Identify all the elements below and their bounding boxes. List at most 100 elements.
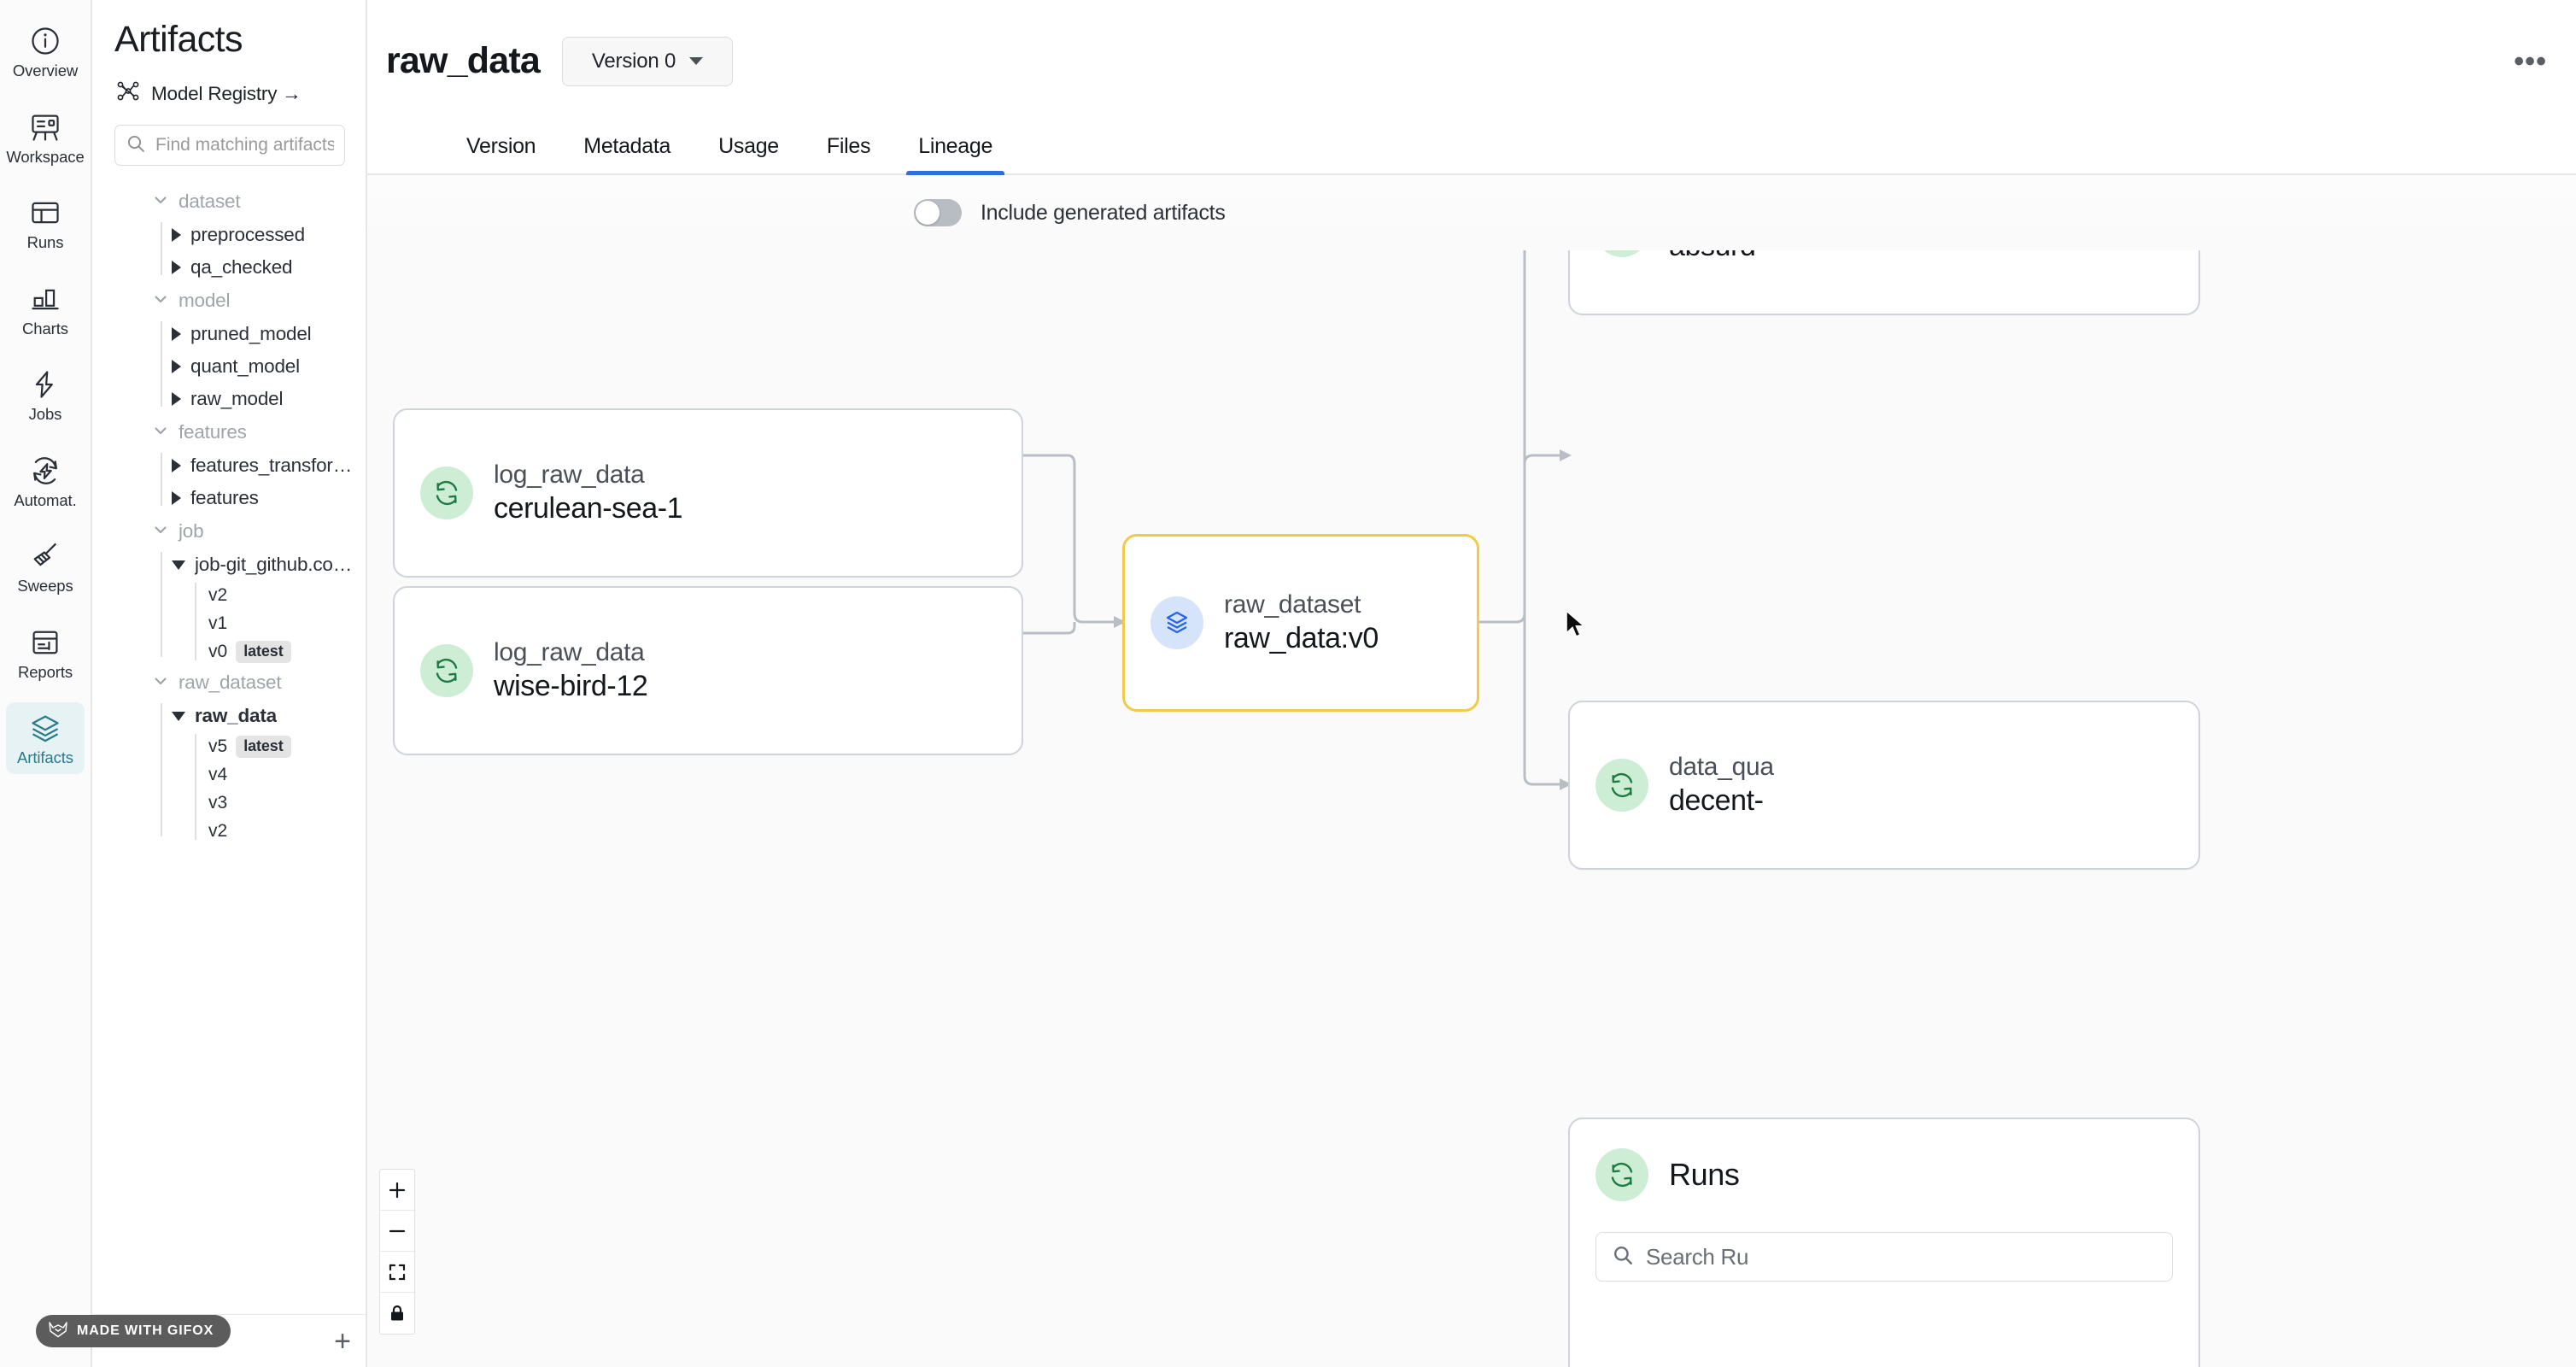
nav-item-sweeps[interactable]: Sweeps [6,531,85,602]
triangle-right-icon [172,327,181,341]
tree-version-v2[interactable]: v2 [92,581,366,609]
nav-item-automat[interactable]: Automat. [6,445,85,517]
workspace-icon [29,111,61,144]
tree-group-model[interactable]: model [92,284,366,318]
search-icon [1612,1244,1634,1270]
tree-version-label: v0 [208,641,228,661]
tree-version-label: v5 [208,736,228,756]
tree-node-raw_model[interactable]: raw_model [92,383,366,415]
tree-group-label: job [179,520,204,542]
tree-node-features_transformed[interactable]: features_transformed [92,449,366,482]
info-circle-icon [29,25,61,57]
nav-item-overview[interactable]: Overview [6,15,85,87]
triangle-down-icon [172,711,185,721]
model-registry-link[interactable]: Model Registry → [92,61,366,108]
nav-item-jobs[interactable]: Jobs [6,359,85,431]
tree-node-label: preprocessed [190,224,305,245]
layers-icon [29,712,61,744]
tree-group-dataset[interactable]: dataset [92,185,366,219]
tree-version-v3[interactable]: v3 [92,789,366,817]
tree-group-raw_dataset[interactable]: raw_dataset [92,666,366,700]
runs-panel-header: Runs [1595,1148,2173,1201]
report-icon [29,626,61,659]
lineage-toolbar: Include generated artifacts [367,175,2576,250]
tab-metadata[interactable]: Metadata [583,134,671,158]
tab-files[interactable]: Files [826,134,871,158]
version-select[interactable]: Version 0 [562,36,734,86]
tree-node-label: raw_data [195,705,277,726]
tree-group-job[interactable]: job [92,514,366,549]
add-artifact-button[interactable]: + [334,1324,351,1358]
nav-item-reports[interactable]: Reports [6,617,85,689]
tree-node-features[interactable]: features [92,482,366,514]
tree-group-label: model [179,290,231,311]
tab-version[interactable]: Version [466,134,536,158]
version-select-label: Version 0 [591,49,676,73]
artifact-tabs: Version Metadata Usage Files Lineage [367,122,2576,175]
tree-node-preprocessed[interactable]: preprocessed [92,219,366,251]
tree-version-v2[interactable]: v2 [92,817,366,845]
tree-node-qa_checked[interactable]: qa_checked [92,251,366,284]
tab-usage[interactable]: Usage [718,134,779,158]
nav-item-label: Jobs [28,405,62,423]
run-refresh-icon [1595,1148,1648,1201]
chevron-down-icon [689,57,704,65]
artifact-search-input[interactable] [155,135,334,155]
search-icon [126,133,146,158]
tab-lineage[interactable]: Lineage [894,134,1016,175]
zoom-out-button[interactable] [380,1211,414,1252]
tree-group-label: raw_dataset [179,672,282,693]
runs-panel-title: Runs [1669,1157,1740,1192]
tree-version-label: v1 [208,613,228,633]
tree-node-label: job-git_github.com_wa… [195,554,362,575]
lineage-node-name: absurd- [1669,250,1774,263]
lineage-edges [1023,250,1572,790]
tree-version-label: v2 [208,584,228,605]
lineage-node-run-absurd[interactable]: data_quaabsurd- [1568,250,2200,315]
zoom-in-button[interactable] [380,1170,414,1211]
nav-item-runs[interactable]: Runs [6,187,85,259]
tree-node-label: pruned_model [190,323,312,344]
run-refresh-icon [1595,250,1648,257]
nav-item-charts[interactable]: Charts [6,273,85,345]
overflow-menu-button[interactable]: ••• [2514,45,2547,78]
tree-node-quant_model[interactable]: quant_model [92,350,366,383]
fit-view-button[interactable] [380,1252,414,1293]
tree-version-v1[interactable]: v1 [92,609,366,637]
tree-node-jobgit_githubcom_wa[interactable]: job-git_github.com_wa… [92,549,366,581]
automation-icon [29,455,61,487]
model-registry-label: Model Registry → [151,82,302,104]
lineage-node-type: raw_dataset [1224,590,1361,619]
runs-search-box[interactable]: Search Ru [1595,1232,2173,1282]
nav-item-label: Overview [12,62,79,79]
tree-version-v0[interactable]: v0 latest [92,637,366,666]
gifox-watermark: MADE WITH GIFOX [36,1315,231,1347]
nav-item-workspace[interactable]: Workspace [6,102,85,173]
bar-chart-icon [29,283,61,315]
triangle-down-icon [172,560,185,570]
tree-group-features[interactable]: features [92,415,366,449]
nav-item-artifacts[interactable]: Artifacts [6,702,85,774]
lock-view-button[interactable] [380,1293,414,1334]
lineage-node-name: wise-bird-12 [494,670,648,702]
tree-node-pruned_model[interactable]: pruned_model [92,318,366,350]
tree-group-children: job-git_github.com_wa… v2 v1 v0 latest [92,549,366,666]
run-refresh-icon [420,466,473,519]
tree-node-raw_data[interactable]: raw_data [92,700,366,732]
tree-version-v4[interactable]: v4 [92,760,366,789]
artifact-search-box[interactable] [114,125,345,166]
chevron-down-icon [152,422,169,443]
include-generated-artifacts-toggle[interactable] [914,199,962,226]
latest-badge: latest [236,640,291,663]
